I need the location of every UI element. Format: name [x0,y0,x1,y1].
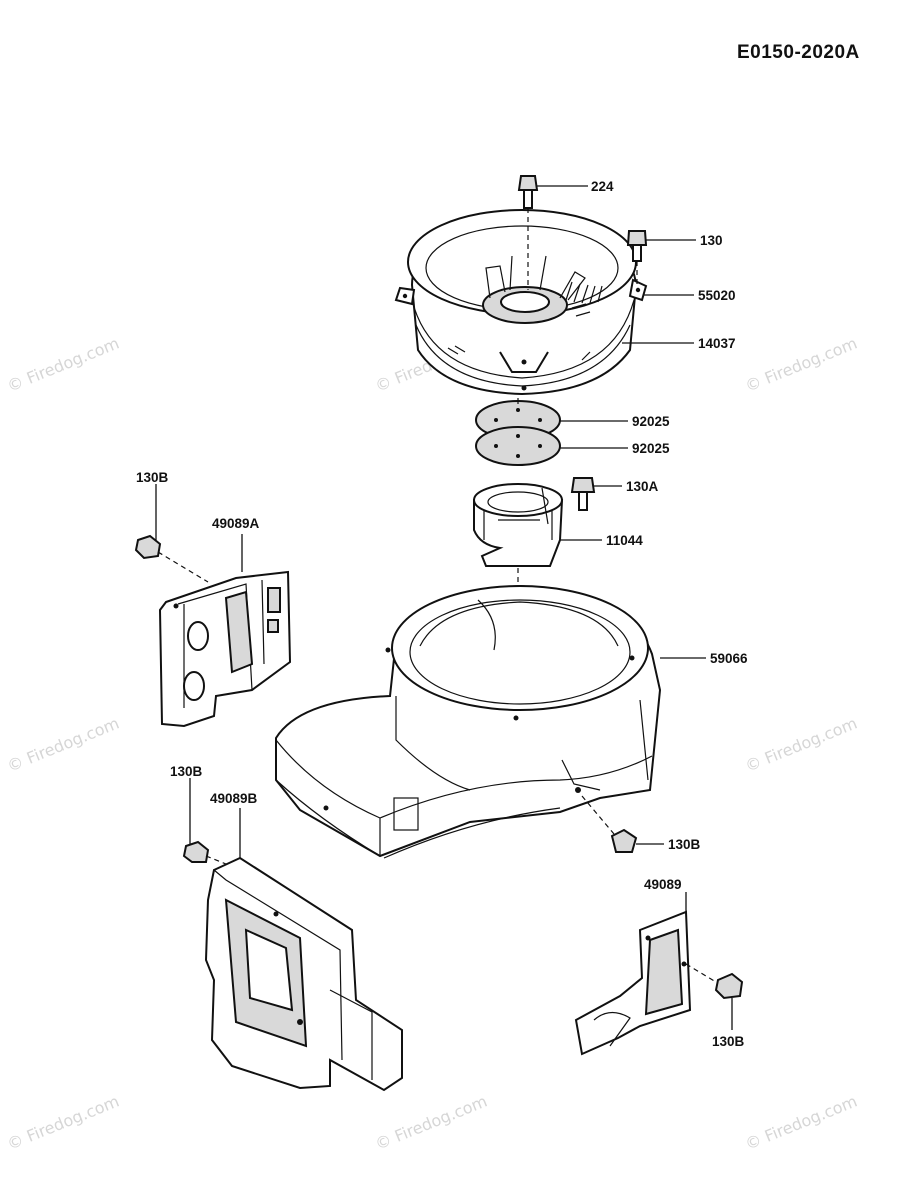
bolt-130B-bottom [685,963,744,1000]
callout-labels: 224 130 55020 14037 92025 92025 130A 110… [136,179,748,1049]
fan-base-11044 [473,483,564,567]
callout-11044: 11044 [606,533,643,548]
plate-92025-lower [475,426,561,466]
watermark: © Firedog.com [372,1092,489,1154]
watermark: © Firedog.com [4,714,121,776]
callout-224: 224 [591,179,614,194]
watermark: © Firedog.com [742,334,859,396]
blower-housing-59066 [275,584,662,859]
bolt-130 [626,230,648,288]
baffle-49089 [574,910,692,1056]
bolt-130B-right [581,795,638,853]
watermark: © Firedog.com [4,1092,121,1154]
callout-130B-right: 130B [668,837,701,852]
callout-130B-mid: 130B [170,764,203,779]
watermark: © Firedog.com [742,1092,859,1154]
bolt-130A [570,477,596,511]
watermark: © Firedog.com [742,714,859,776]
callout-130A: 130A [626,479,659,494]
callout-49089B: 49089B [210,791,258,806]
baffle-49089A [158,570,292,728]
callout-14037: 14037 [698,336,736,351]
baffle-49089B [204,856,403,1092]
leader-lines [155,185,733,1030]
callout-49089: 49089 [644,877,682,892]
diagram-code: E0150-2020A [737,42,860,63]
bolt-130B-top [134,534,209,583]
callout-92025-lower: 92025 [632,441,670,456]
fan-housing-14037 [394,209,648,396]
callout-130B-top: 130B [136,470,169,485]
bolt-130B-mid [182,840,227,865]
bolt-224 [517,175,539,290]
callout-130B-bottom: 130B [712,1034,745,1049]
callout-55020: 55020 [698,288,736,303]
callout-92025-upper: 92025 [632,414,670,429]
callout-59066: 59066 [710,651,748,666]
callout-49089A: 49089A [212,516,260,531]
callout-130: 130 [700,233,723,248]
watermark: © Firedog.com [4,334,121,396]
